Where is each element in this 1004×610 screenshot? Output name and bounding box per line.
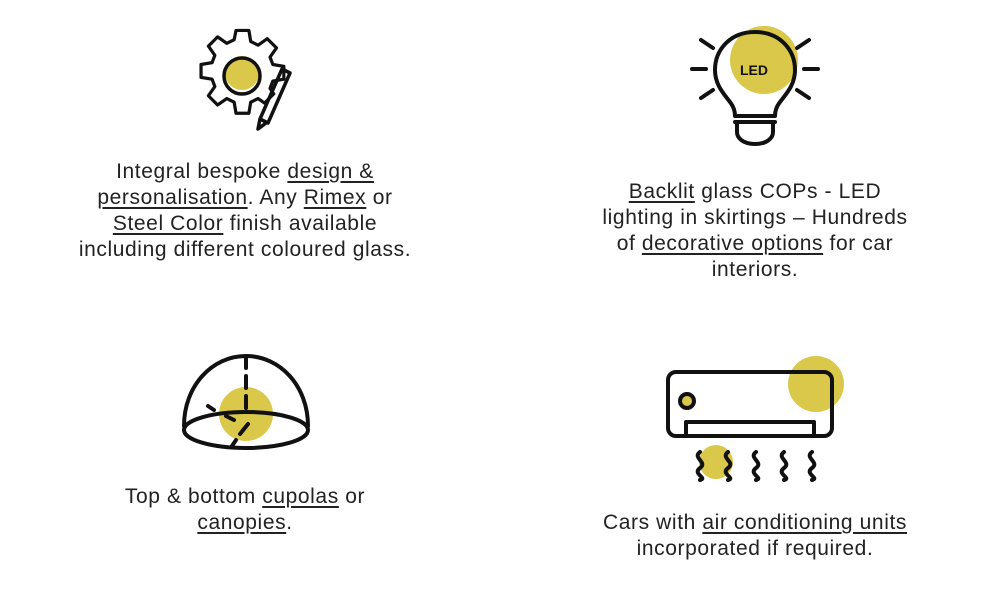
backlit-link[interactable]: Backlit <box>628 180 695 203</box>
design-personalisation-link[interactable]: design & personalisation <box>97 160 374 209</box>
rimex-link[interactable]: Rimex <box>303 186 367 209</box>
led-icon-label: LED <box>740 62 768 78</box>
feature-lighting-text: Backlit glass COPs - LED lighting in ski… <box>602 180 908 281</box>
cupola-icon <box>182 353 310 450</box>
cupolas-link[interactable]: cupolas <box>262 485 339 508</box>
steel-color-link[interactable]: Steel Color <box>112 212 224 235</box>
led-bulb-icon: LED <box>690 26 820 146</box>
gear-pencil-icon <box>199 28 292 131</box>
air-conditioning-units-link[interactable]: air conditioning units <box>702 511 907 534</box>
canopies-link[interactable]: canopies <box>197 511 287 534</box>
decorative-options-link[interactable]: decorative options <box>641 232 824 255</box>
feature-design-text: Integral bespoke design & personalisatio… <box>78 160 412 261</box>
feature-air-conditioning-text: Cars with air conditioning units incorpo… <box>602 511 907 560</box>
air-conditioner-icon <box>666 356 844 482</box>
feature-cupolas-text: Top & bottom cupolas or canopies. <box>124 485 366 534</box>
